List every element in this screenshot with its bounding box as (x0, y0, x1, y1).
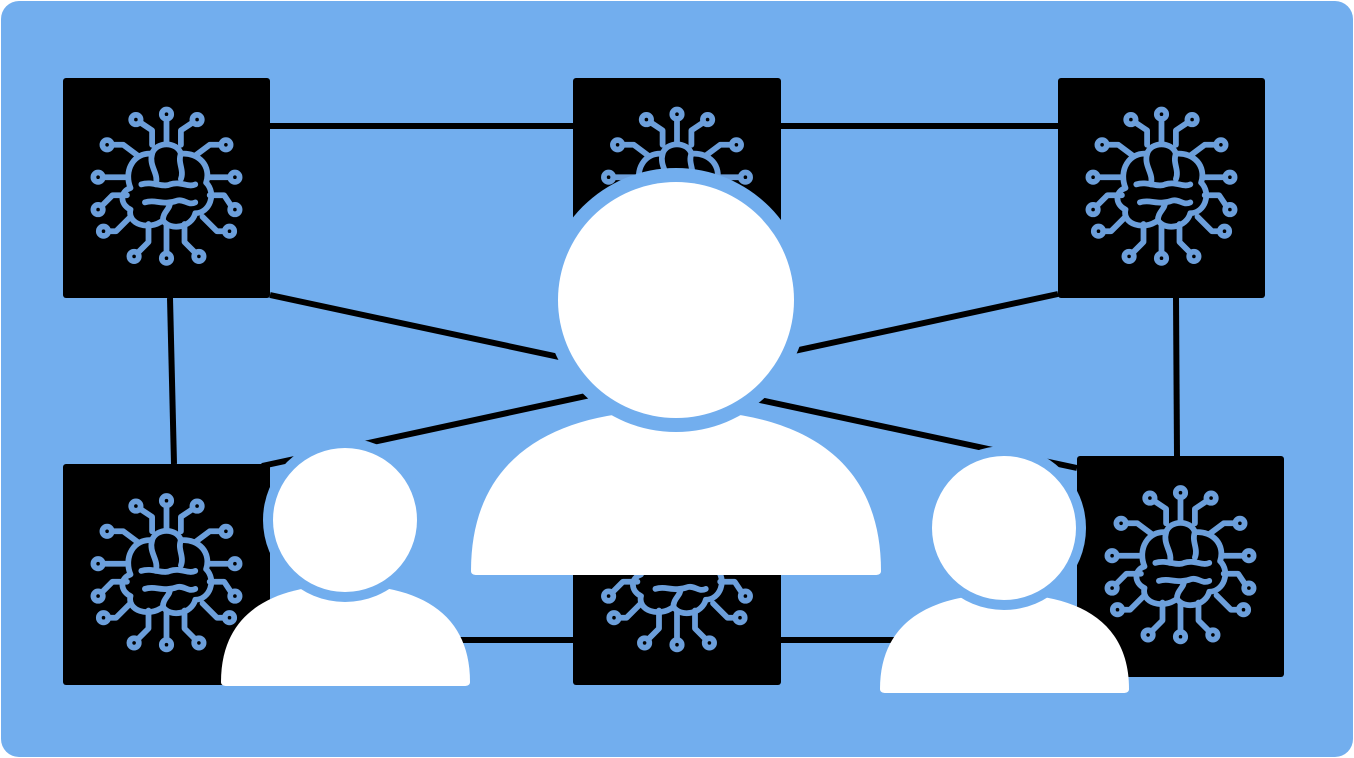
people-group (221, 168, 1129, 693)
node-bottom-right (1077, 456, 1284, 677)
person-right (880, 446, 1129, 693)
person-center (471, 168, 881, 575)
person-center-head (558, 182, 794, 418)
node-top-left (63, 78, 270, 298)
connector-top-left-to-bottom-left (167, 297, 177, 465)
person-right-body (880, 594, 1129, 693)
person-center-body (471, 410, 881, 575)
person-right-head (932, 456, 1076, 600)
node-bottom-left (63, 464, 270, 685)
connector-top-right-to-bottom-right (1173, 297, 1180, 457)
person-left-body (221, 585, 470, 686)
person-left (221, 438, 470, 686)
person-left-head (273, 448, 417, 592)
node-top-right (1058, 78, 1265, 298)
